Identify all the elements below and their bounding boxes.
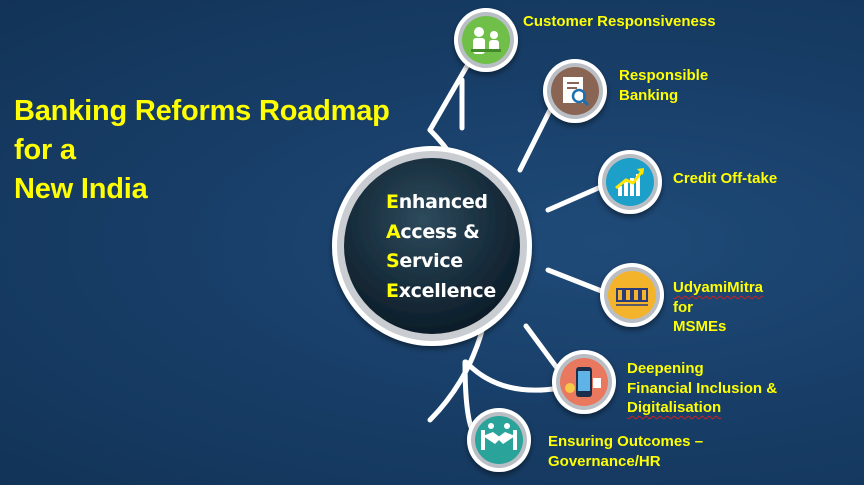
hub-line: Service xyxy=(386,250,463,272)
handshake-icon xyxy=(481,423,517,450)
pillar-node xyxy=(467,408,531,472)
udyamimitra-word: UdyamiMitra xyxy=(673,279,764,296)
hub-line: Enhanced xyxy=(386,191,488,213)
spoke-5 xyxy=(523,323,563,375)
growth-chart-icon xyxy=(615,168,645,196)
node-fill xyxy=(462,16,510,64)
pillar-node xyxy=(454,8,518,72)
hub-label: Enhanced Access & Service Excellence xyxy=(386,188,496,306)
hub xyxy=(332,146,532,346)
customer-service-icon xyxy=(471,27,501,54)
title-line-3: New India xyxy=(14,173,148,205)
title-line-2: for a xyxy=(14,134,76,166)
outer-connector-bottom-mid xyxy=(463,359,563,393)
pillar-label-udyamimitra: UdyamiMitra for MSMEs xyxy=(673,279,764,335)
pillar-label-financial-inclusion: Deepening Financial Inclusion & Digitali… xyxy=(627,360,778,416)
spoke-3 xyxy=(545,183,606,213)
hub-core xyxy=(344,158,520,334)
title-line-1: Banking Reforms Roadmap xyxy=(14,95,390,127)
pillar-label-responsible-banking: Responsible Banking xyxy=(619,67,709,104)
pillar-node xyxy=(552,350,616,414)
pillar-label-ensuring-outcomes: Ensuring Outcomes – Governance/HR xyxy=(548,433,704,470)
msme-logo-icon xyxy=(616,287,648,306)
hub-line: Access & xyxy=(386,220,480,243)
pillar-node xyxy=(600,263,664,327)
pillar-node xyxy=(543,59,607,123)
hub-line: Excellence xyxy=(386,279,496,302)
document-magnifier-icon xyxy=(563,77,590,107)
pillar-label-customer-responsiveness: Customer Responsiveness xyxy=(523,13,716,30)
spoke-4 xyxy=(545,267,607,295)
pillar-label-credit-offtake: Credit Off-take xyxy=(673,170,778,187)
mobile-banking-icon xyxy=(565,367,601,397)
pillar-node xyxy=(598,150,662,214)
page-title: Banking Reforms Roadmap for a New India xyxy=(14,92,390,209)
